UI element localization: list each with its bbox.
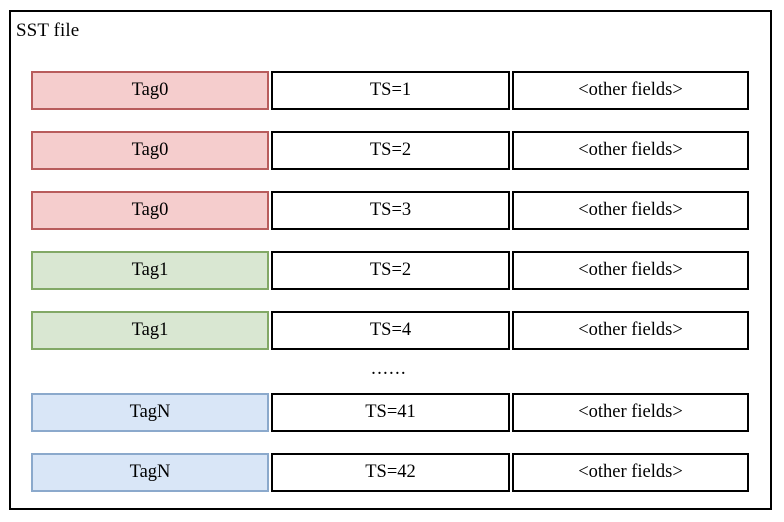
- table-row: TagN TS=42 <other fields>: [31, 453, 749, 492]
- table-row: Tag0 TS=2 <other fields>: [31, 131, 749, 170]
- row-timestamp-cell: TS=42: [271, 453, 510, 492]
- table-row: Tag1 TS=2 <other fields>: [31, 251, 749, 290]
- row-tag-cell: Tag0: [31, 71, 269, 110]
- row-tag-cell: Tag1: [31, 251, 269, 290]
- sst-file-title: SST file: [16, 20, 80, 41]
- table-row: Tag0 TS=3 <other fields>: [31, 191, 749, 230]
- row-tag-cell: Tag0: [31, 131, 269, 170]
- row-other-fields-cell: <other fields>: [512, 131, 749, 170]
- row-tag-cell: Tag0: [31, 191, 269, 230]
- row-other-fields-cell: <other fields>: [512, 71, 749, 110]
- row-timestamp-cell: TS=41: [271, 393, 510, 432]
- row-other-fields-cell: <other fields>: [512, 453, 749, 492]
- record-rows: Tag0 TS=1 <other fields> Tag0 TS=2 <othe…: [11, 12, 770, 508]
- row-other-fields-cell: <other fields>: [512, 311, 749, 350]
- row-tag-cell: Tag1: [31, 311, 269, 350]
- row-timestamp-cell: TS=2: [271, 131, 510, 170]
- row-timestamp-cell: TS=4: [271, 311, 510, 350]
- row-other-fields-cell: <other fields>: [512, 191, 749, 230]
- table-row: Tag0 TS=1 <other fields>: [31, 71, 749, 110]
- rows-ellipsis: ......: [371, 358, 407, 379]
- row-other-fields-cell: <other fields>: [512, 251, 749, 290]
- row-other-fields-cell: <other fields>: [512, 393, 749, 432]
- row-timestamp-cell: TS=1: [271, 71, 510, 110]
- row-tag-cell: TagN: [31, 453, 269, 492]
- row-timestamp-cell: TS=3: [271, 191, 510, 230]
- row-timestamp-cell: TS=2: [271, 251, 510, 290]
- table-row: TagN TS=41 <other fields>: [31, 393, 749, 432]
- row-tag-cell: TagN: [31, 393, 269, 432]
- sst-file-container: SST file Tag0 TS=1 <other fields> Tag0 T…: [9, 10, 772, 510]
- table-row: Tag1 TS=4 <other fields>: [31, 311, 749, 350]
